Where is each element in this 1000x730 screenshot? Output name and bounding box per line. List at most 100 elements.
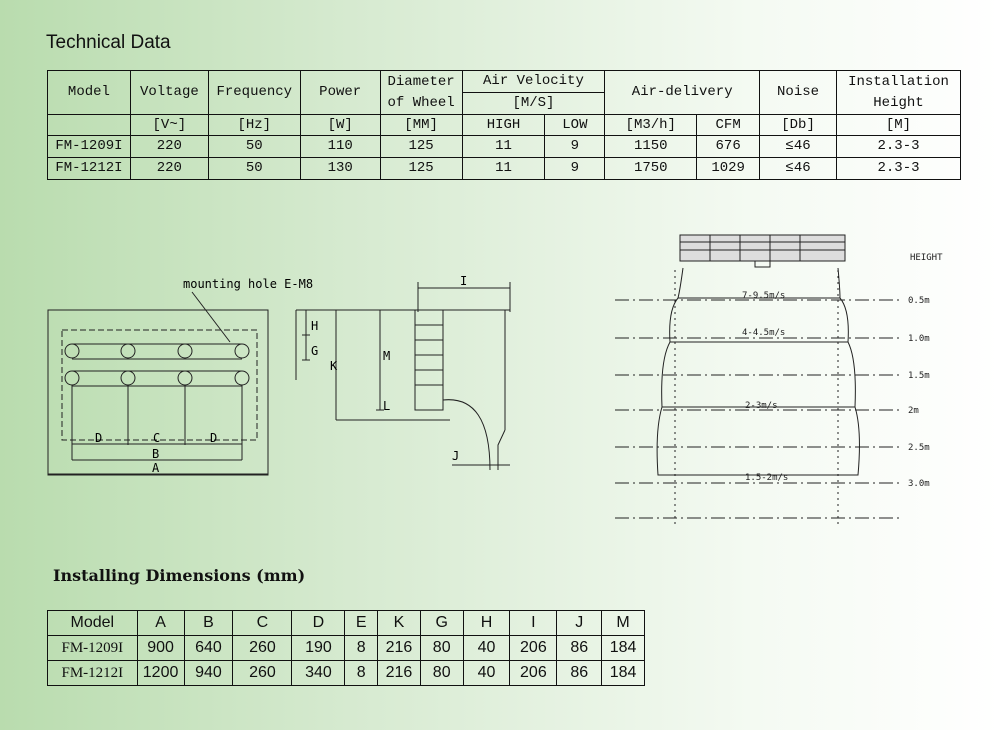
mounting-hole: [234, 370, 250, 386]
header-k: K: [377, 610, 421, 636]
unit-outlet: [754, 260, 771, 268]
cell-model: FM-1209I: [47, 635, 138, 661]
cell-model: FM-1212I: [47, 157, 131, 180]
cell-diameter: 125: [379, 157, 463, 180]
header-air-velocity-unit: [M/S]: [461, 92, 606, 115]
height-mark-1-5: 1.5m: [908, 371, 930, 381]
side-grille: [414, 309, 444, 411]
header-h: H: [462, 610, 511, 636]
dim-label-m: M: [383, 349, 390, 363]
unit-power: [W]: [299, 114, 381, 136]
air-velocity-diagram: HEIGHT 7-9.5m/s 4-4.5m/s 2-3m/s 1.5-2m/s…: [615, 234, 943, 525]
cell-model: FM-1209I: [47, 135, 131, 158]
airflow-envelope: [656, 267, 860, 476]
mounting-hole: [120, 370, 136, 386]
header-noise: Noise: [759, 70, 837, 115]
installing-dimensions-title: Installing Dimensions (mm): [53, 566, 306, 585]
cell-power: 130: [299, 157, 381, 180]
cell-c: 260: [232, 660, 293, 686]
header-model: Model: [47, 610, 138, 636]
table-row: FM-1209I 220 50 110 125 11 9 1150 676 ≤4…: [47, 135, 962, 158]
cell-noise: ≤46: [759, 135, 837, 158]
dim-label-d2: D: [210, 431, 217, 445]
cell-diameter: 125: [379, 135, 463, 158]
cell-h: 40: [462, 660, 511, 686]
dim-label-d: D: [95, 431, 102, 445]
cell-high: 11: [461, 157, 546, 180]
mounting-hole: [64, 370, 80, 386]
dim-label-k: K: [330, 359, 338, 373]
dim-label-c: C: [153, 431, 160, 445]
mounting-hole: [120, 343, 136, 359]
unit-noise: [Db]: [759, 114, 837, 136]
unit-m3h: [M3/h]: [604, 114, 698, 136]
cell-h: 40: [462, 635, 511, 661]
front-panel-inner: [61, 329, 258, 441]
cell-power: 110: [299, 135, 381, 158]
header-a: A: [136, 610, 185, 636]
cell-m3h: 1150: [604, 135, 698, 158]
unit-voltage: [V~]: [129, 114, 209, 136]
cell-low: 9: [544, 135, 606, 158]
dim-label-b: B: [152, 447, 159, 461]
header-power: Power: [299, 70, 381, 115]
header-install-line2: Height: [873, 94, 924, 111]
header-c: C: [232, 610, 293, 636]
cell-low: 9: [544, 157, 606, 180]
cell-i: 206: [509, 635, 558, 661]
height-mark-2-5: 2.5m: [908, 443, 930, 453]
cell-high: 11: [461, 135, 546, 158]
unit-high: HIGH: [461, 114, 546, 136]
cell-m3h: 1750: [604, 157, 698, 180]
cell-g: 80: [419, 635, 464, 661]
cell-e: 8: [344, 635, 379, 661]
header-install-line1: Installation: [848, 73, 949, 90]
header-air-velocity: Air Velocity: [461, 70, 606, 93]
cell-cfm: 1029: [696, 157, 761, 180]
cell-j: 86: [556, 660, 603, 686]
header-diameter-line1: Diameter: [387, 73, 455, 90]
cell-b: 940: [183, 660, 234, 686]
header-b: B: [183, 610, 234, 636]
cell-i: 206: [509, 660, 558, 686]
installing-dimensions-table: Model A B C D E K G H I J M FM-1209I 900…: [47, 610, 645, 686]
cell-k: 216: [377, 660, 421, 686]
header-g: G: [419, 610, 464, 636]
mounting-hole: [177, 343, 193, 359]
unit-diameter: [MM]: [379, 114, 463, 136]
outlet-curve: [442, 399, 491, 471]
mounting-hole: [177, 370, 193, 386]
unit-height: [M]: [835, 114, 962, 136]
header-e: E: [344, 610, 379, 636]
mounting-hole: [234, 343, 250, 359]
air-curtain-unit: [679, 234, 846, 262]
header-m: M: [601, 610, 645, 636]
header-model: Model: [47, 70, 131, 115]
cell-cfm: 676: [696, 135, 761, 158]
table-row: FM-1212I 1200 940 260 340 8 216 80 40 20…: [47, 660, 645, 686]
cell-c: 260: [232, 635, 293, 661]
cell-height: 2.3-3: [835, 157, 962, 180]
cell-voltage: 220: [129, 157, 209, 180]
header-diameter: Diameter of Wheel: [379, 70, 463, 115]
unit-model: [47, 114, 131, 136]
unit-low: LOW: [544, 114, 606, 136]
table-row: FM-1212I 220 50 130 125 11 9 1750 1029 ≤…: [47, 157, 962, 180]
cell-a: 1200: [136, 660, 185, 686]
header-diameter-line2: of Wheel: [387, 94, 455, 111]
mounting-hole: [64, 343, 80, 359]
height-mark-0-5: 0.5m: [908, 296, 930, 306]
cell-d: 340: [291, 660, 346, 686]
cell-noise: ≤46: [759, 157, 837, 180]
height-mark-3-0: 3.0m: [908, 479, 930, 489]
cell-k: 216: [377, 635, 421, 661]
mounting-hole-label: mounting hole E-M8: [183, 277, 313, 291]
cell-j: 86: [556, 635, 603, 661]
cell-d: 190: [291, 635, 346, 661]
technical-data-title: Technical Data: [46, 32, 171, 53]
cell-voltage: 220: [129, 135, 209, 158]
velocity-zone-3: 2-3m/s: [745, 401, 778, 411]
